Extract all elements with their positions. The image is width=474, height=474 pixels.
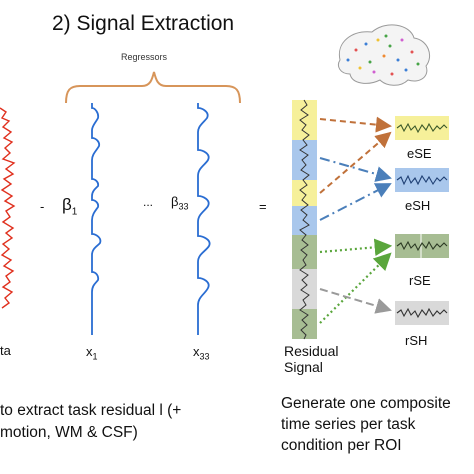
minus-sign: - bbox=[40, 199, 45, 214]
regressor-x33-line bbox=[197, 103, 211, 335]
brain-icon bbox=[337, 24, 430, 86]
regressor-x1-line bbox=[91, 103, 102, 335]
beta33-coefficient: β33 bbox=[171, 194, 189, 212]
equals-sign: = bbox=[259, 199, 267, 214]
esh-arrows bbox=[319, 157, 392, 221]
regressors-bracket bbox=[65, 71, 241, 104]
x1-label: x1 bbox=[86, 344, 98, 362]
rse-timeseries bbox=[395, 234, 449, 258]
condition-label-esh: eSH bbox=[405, 198, 431, 213]
esh-timeseries bbox=[395, 168, 449, 192]
rse-arrows bbox=[319, 238, 393, 324]
residual-signal-stack bbox=[292, 99, 317, 340]
data-signal-line bbox=[0, 107, 16, 309]
ese-arrows bbox=[319, 116, 392, 194]
condition-label-ese: eSE bbox=[407, 146, 432, 161]
rsh-timeseries bbox=[395, 301, 449, 325]
ese-timeseries bbox=[395, 116, 449, 140]
residual-signal-label: Residual Signal bbox=[284, 343, 339, 375]
condition-label-rse: rSE bbox=[409, 273, 431, 288]
x33-label: x33 bbox=[193, 344, 210, 362]
rsh-arrow bbox=[319, 288, 392, 314]
left-caption: to extract task residual l (+ motion, WM… bbox=[0, 402, 182, 441]
right-caption: Generate one composite time series per t… bbox=[281, 395, 451, 454]
ellipsis: ... bbox=[143, 195, 154, 209]
data-label: ta bbox=[0, 343, 11, 358]
beta1-coefficient: β1 bbox=[62, 195, 78, 218]
condition-label-rsh: rSH bbox=[405, 333, 428, 348]
section-title: 2) Signal Extraction bbox=[52, 12, 235, 35]
regressors-label: Regressors bbox=[121, 52, 168, 62]
